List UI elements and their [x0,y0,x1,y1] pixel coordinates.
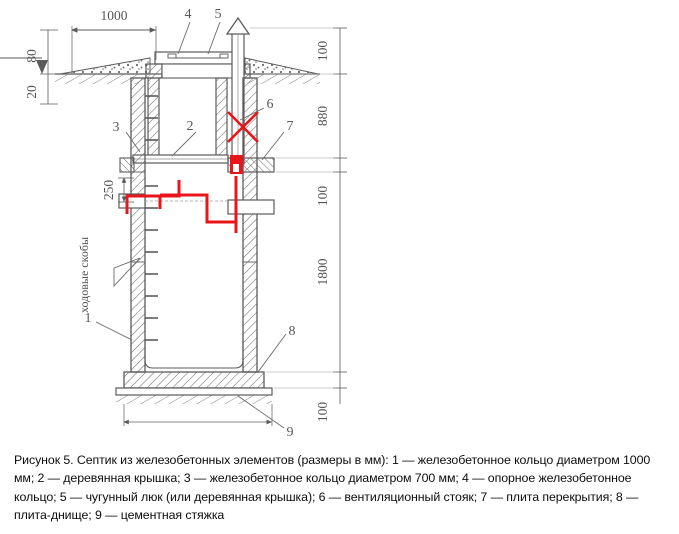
callout-5: 5 [215,7,222,22]
element-5-manhole-cover [154,51,242,65]
callout-8: 8 [289,324,296,339]
vent-cap-arrow [225,16,251,35]
dimension-right-1800: 1800 [315,258,330,285]
septic-tank-section-drawing: 1000 80 20 250 [0,7,347,440]
soil-hatch-left [55,74,150,84]
climbing-rungs [145,95,158,341]
dimension-250-label: 250 [101,180,116,201]
outlet-pipe [227,199,275,215]
backfill-mound-left [59,57,151,75]
callout-2: 2 [187,119,194,134]
element-2-wooden-cover [132,154,229,164]
element-8-bottom-slab [123,371,265,389]
element-1-concrete-ring-1000 [130,77,258,373]
soil-hatch-right [245,74,320,84]
dimension-inner-250: 250 [101,177,134,203]
red-annotation-overlay [125,111,259,233]
dimension-20-label: 20 [24,85,39,99]
red-pipe-route [125,176,238,233]
callout-7: 7 [287,119,294,134]
dimension-bottom-width [123,404,273,426]
callout-3: 3 [113,120,120,135]
dimension-80-label: 80 [24,49,39,63]
dimension-right-100-bottom: 100 [315,402,330,423]
climbing-rungs-label: ходовые скобы [77,237,91,313]
callout-numbers: 1 2 3 4 5 6 7 8 9 [85,7,296,440]
dimension-left-grade: 80 20 [0,29,58,105]
dimension-chain-right: 100 880 100 1800 100 [250,27,347,423]
callout-9: 9 [287,425,294,440]
grade-elevation-arrow [36,60,48,74]
dimension-top-width: 1000 [71,8,157,74]
red-marker-inner [233,164,239,172]
callout-6: 6 [267,97,274,112]
callout-4: 4 [185,7,192,22]
dimension-right-880: 880 [315,106,330,127]
dimension-right-100-top: 100 [315,41,330,62]
element-9-cement-screed [115,387,273,404]
dimension-right-100-mid: 100 [315,186,330,207]
callout-1: 1 [85,311,92,326]
element-3-concrete-ring-700 [147,77,228,159]
callout-leader-lines [95,21,287,429]
backfill-mound-right [244,57,319,75]
element-6-ventilation-stack [225,16,251,165]
dimension-1000-label: 1000 [101,8,128,23]
figure-caption: Рисунок 5. Септик из железобетонных элем… [14,453,651,522]
red-cross-out-mark [227,111,259,143]
